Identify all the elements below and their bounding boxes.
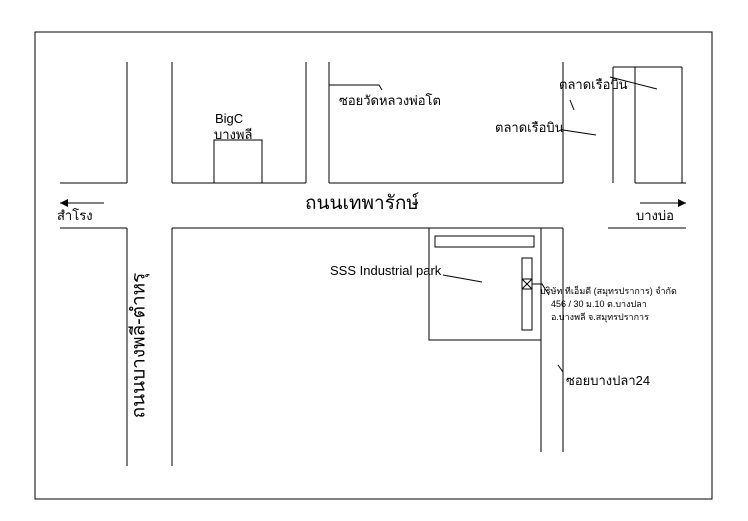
left-direction-label: สำโรง [57, 208, 93, 223]
market-label-top: ตลาดเรือบิน [559, 77, 628, 92]
bigc-label: BigC [215, 111, 244, 126]
market-label-bottom: ตลาดเรือบิน [495, 120, 564, 135]
map-frame [34, 31, 713, 500]
leader-line [532, 283, 550, 296]
company-name: บริษัท ทีเอ็มดี (สมุทรปราการ) จำกัด [540, 286, 677, 296]
company-building [521, 257, 533, 331]
leader-line [329, 84, 383, 91]
industrial-park-compound [428, 227, 542, 341]
bigc-location-label: บางพลี [214, 127, 253, 142]
industrial-park-building [434, 235, 535, 248]
leader-line [557, 364, 564, 373]
bigc-building [213, 139, 263, 184]
leader-line [562, 129, 597, 136]
soi-bangpla-label: ซอยบางปลา24 [566, 373, 651, 388]
company-address-line2: อ.บางพลี จ.สมุทรปราการ [551, 312, 649, 322]
right-direction-label: บางบ่อ [636, 208, 674, 223]
soi-top-label: ซอยวัดหลวงพ่อโต [339, 93, 441, 108]
industrial-park-label: SSS Industrial park [330, 263, 442, 278]
leader-line [442, 274, 483, 283]
side-road-label: ถนนบางพลี-ตำหรุ [128, 272, 150, 419]
leader-line [609, 76, 658, 90]
leader-line [569, 99, 575, 111]
company-address-line1: 456 / 30 ม.10 ต.บางปลา [551, 299, 647, 309]
crossed-box-icon [521, 278, 533, 290]
main-road-label: ถนนเทพารักษ์ [305, 193, 419, 214]
